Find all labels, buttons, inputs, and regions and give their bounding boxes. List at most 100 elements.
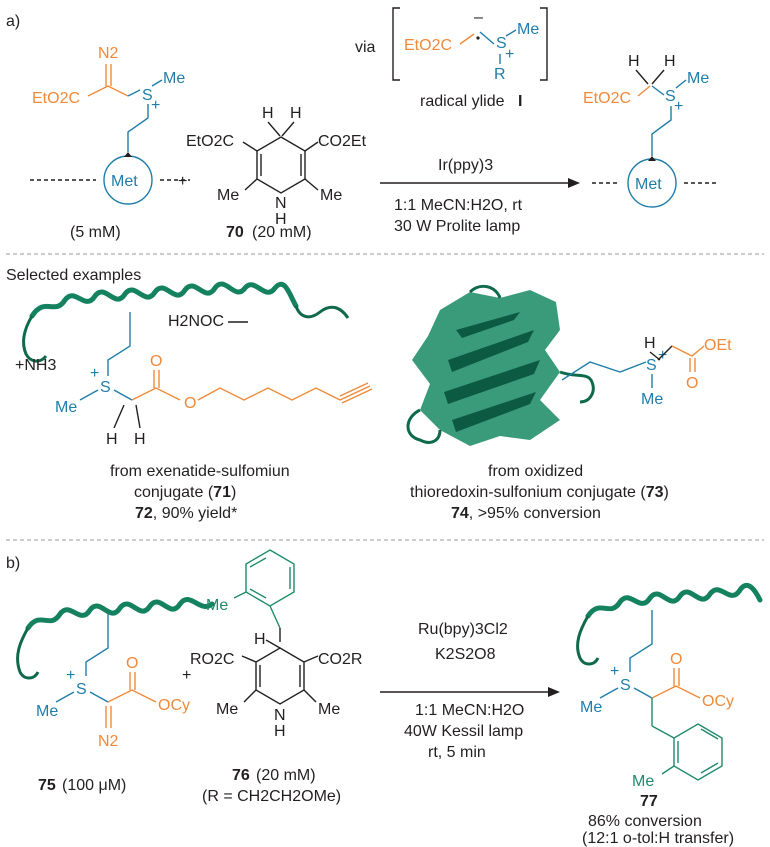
product-ester: EtO2C xyxy=(583,90,631,107)
condition-b-solvent: 1:1 MeCN:H2O xyxy=(415,702,524,719)
ex2-h: H xyxy=(644,335,656,352)
h2noc-label: H2NOC xyxy=(168,313,224,330)
compound-76-number: 76 xyxy=(232,767,250,784)
p77-sulfur: S xyxy=(620,677,631,694)
n2-label: N2 xyxy=(98,45,119,62)
condition-catalyst: Ir(ppy)3 xyxy=(438,157,493,174)
r76-ester-left: RO2C xyxy=(190,651,234,668)
p77-transfer: (12:1 o-tol:H transfer) xyxy=(582,830,734,847)
ex2-methyl: Me xyxy=(641,391,663,408)
ex2-oet: OEt xyxy=(704,337,732,354)
product-h1: H xyxy=(628,53,640,70)
condition-b-oxidant: K2S2O8 xyxy=(435,646,496,663)
plus-sign-b: + xyxy=(182,667,191,684)
sulfur-label: S xyxy=(142,87,153,104)
thioredoxin-protein xyxy=(406,284,595,446)
ex1-methyl: Me xyxy=(55,399,77,416)
r76-h: H xyxy=(254,631,266,648)
ex1-h2: H xyxy=(134,431,146,448)
example-exenatide: H2NOC +NH3 S + Me H H O O from exenatide… xyxy=(15,281,373,522)
r75-sulfur: S xyxy=(76,681,87,698)
intermediate-sulfur: S xyxy=(496,35,507,52)
panel-b-label: b) xyxy=(6,555,20,572)
ex2-result: 74, >95% conversion xyxy=(451,505,601,522)
intermediate-ester: EtO2C xyxy=(404,37,452,54)
r75-concentration: (100 μM) xyxy=(62,777,126,794)
ex1-carbonyl-o: O xyxy=(150,353,162,370)
product-a: H H EtO2C S + Me Met xyxy=(583,53,716,208)
plus-sign-a: + xyxy=(178,173,187,190)
p77-methyl-aryl: Me xyxy=(632,773,654,790)
nh3-label: +NH3 xyxy=(15,357,56,374)
ex2-caption-2: thioredoxin-sulfonium conjugate (73) xyxy=(410,484,669,501)
ex1-caption-2-num: 71 xyxy=(213,484,231,501)
nitrogen-label: N xyxy=(275,195,287,212)
p77-methyl: Me xyxy=(580,699,602,716)
product-sulfur: S xyxy=(665,88,676,105)
reactant-75: S + Me O OCy N2 75 (100 μM) xyxy=(16,597,215,794)
r76-methyl-aryl: Me xyxy=(206,597,228,614)
r76-methyl-right: Me xyxy=(318,701,340,718)
radical-ylide-intermediate: EtO2C – S + Me R radical ylide I xyxy=(392,7,548,110)
reagent-concentration: (20 mM) xyxy=(252,224,312,241)
r75-carbonyl-o: O xyxy=(126,655,138,672)
r75-n2: N2 xyxy=(98,733,119,750)
ex1-caption-2: conjugate (71) xyxy=(134,484,236,501)
met-label: Met xyxy=(111,173,138,190)
h-label-1: H xyxy=(262,105,274,122)
p77-charge-plus: + xyxy=(610,663,619,680)
methyl-left: Me xyxy=(217,187,239,204)
r76-concentration: (20 mM) xyxy=(256,767,316,784)
r76-r-definition: (R = CH2CH2OMe) xyxy=(202,788,341,805)
ester-left: EtO2C xyxy=(186,133,234,150)
ex2-sulfur: S xyxy=(646,357,657,374)
condition-b-catalyst: Ru(bpy)3Cl2 xyxy=(418,621,508,638)
via-text: via xyxy=(355,39,376,56)
r75-methyl: Me xyxy=(36,703,58,720)
p77-conversion: 86% conversion xyxy=(588,813,702,830)
ex1-charge-plus: + xyxy=(90,365,99,382)
condition-solvent: 1:1 MeCN:H2O, rt xyxy=(394,197,523,214)
ex2-caption-1: from oxidized xyxy=(488,463,583,480)
product-h2: H xyxy=(664,53,676,70)
r76-ester-right: CO2R xyxy=(318,651,362,668)
ex1-caption-1: from exenatide-sulfomiun xyxy=(110,463,290,480)
intermediate-caption: radical ylide xyxy=(420,93,505,110)
ex2-carbonyl-o: O xyxy=(686,375,698,392)
compound-75-number: 75 xyxy=(38,777,56,794)
ex1-sulfur: S xyxy=(100,379,111,396)
r76-nitrogen: N xyxy=(274,707,286,724)
intermediate-methyl: Me xyxy=(517,21,539,38)
r76-methyl-left: Me xyxy=(216,701,238,718)
reagent-hantzsch-ester-70: H H EtO2C CO2Et Me Me N H 70 (20 mM) xyxy=(186,105,367,241)
r76-nh: H xyxy=(274,723,286,740)
ester-label: EtO2C xyxy=(32,90,80,107)
ester-right: CO2Et xyxy=(318,133,367,150)
reactant-concentration: (5 mM) xyxy=(70,224,121,241)
panel-a-label: a) xyxy=(6,13,20,30)
r75-charge-plus: + xyxy=(66,667,75,684)
ex2-result-text: , >95% conversion xyxy=(469,505,601,522)
example-thioredoxin: S + Me H O OEt from oxidized thioredoxin… xyxy=(406,284,732,522)
condition-b-time: rt, 5 min xyxy=(428,744,486,761)
ex1-h1: H xyxy=(106,431,118,448)
compound-77-number: 77 xyxy=(640,793,658,810)
product-77: S + Me O OCy Me 77 86% conversion (12:1 … xyxy=(576,582,763,847)
h-label-2: H xyxy=(290,105,302,122)
condition-light: 30 W Prolite lamp xyxy=(394,218,520,235)
ex2-caption-2-num: 73 xyxy=(646,484,664,501)
compound-70-number: 70 xyxy=(226,224,244,241)
intermediate-charge-plus: + xyxy=(505,46,514,63)
ex1-caption-2-text: conjugate ( xyxy=(134,484,214,501)
condition-b-light: 40W Kessil lamp xyxy=(404,723,523,740)
ex1-result: 72, 90% yield* xyxy=(135,505,237,522)
methyl-right: Me xyxy=(320,187,342,204)
ex2-caption-2-end: ) xyxy=(663,484,668,501)
p77-ocy: OCy xyxy=(702,693,734,710)
product-methyl: Me xyxy=(687,70,709,87)
ex2-caption-2-text: thioredoxin-sulfonium conjugate ( xyxy=(410,484,646,501)
product-met-label: Met xyxy=(635,176,662,193)
intermediate-caption-label: I xyxy=(518,93,522,110)
